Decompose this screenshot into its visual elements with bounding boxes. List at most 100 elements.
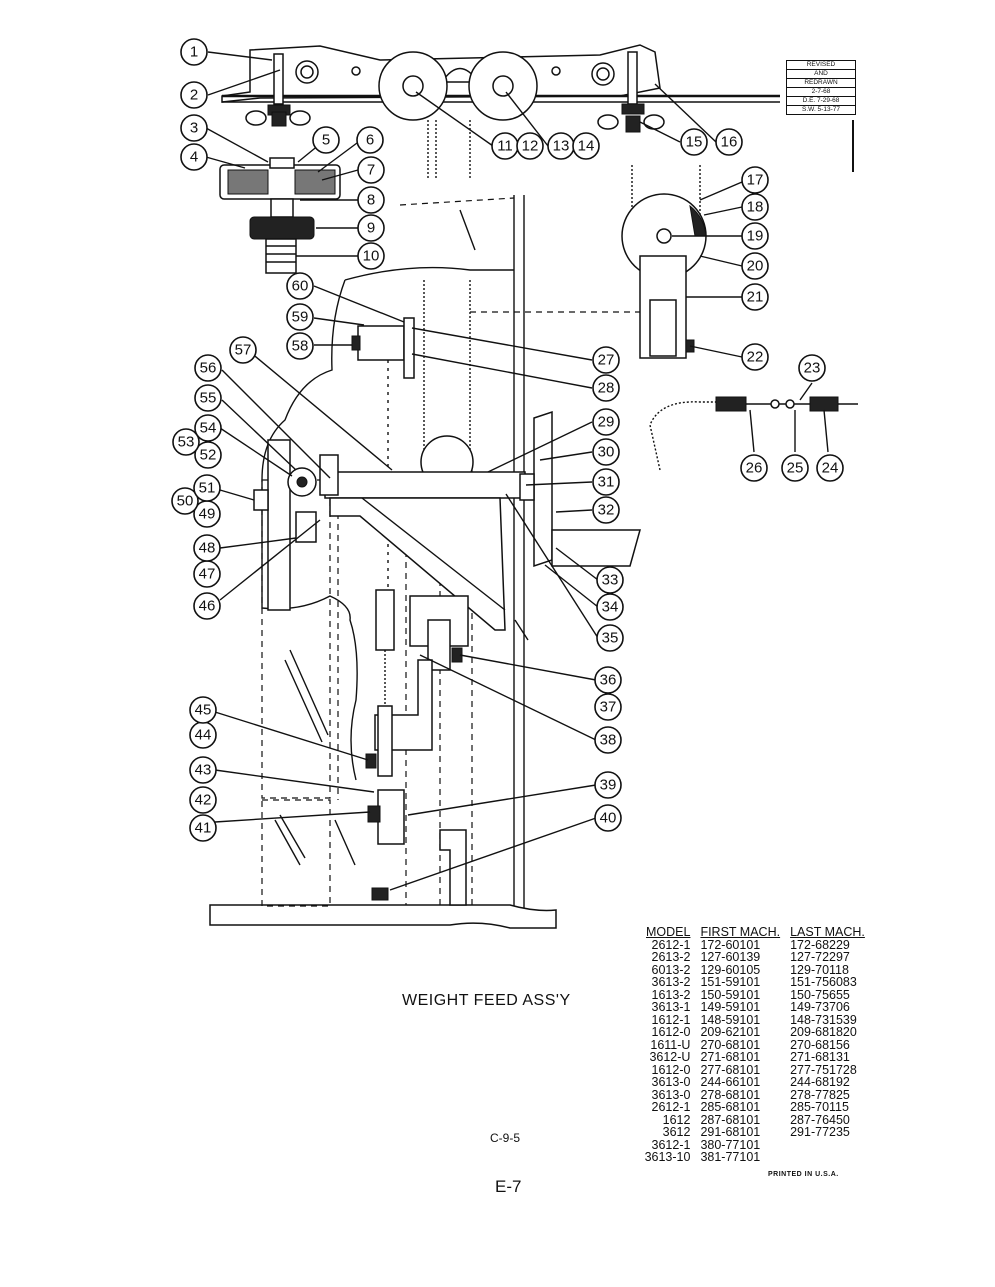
- callout-52: 52: [194, 441, 222, 469]
- revision-line: REDRAWN: [787, 79, 855, 88]
- callout-balloons: 1 2 3 4 5 6 7 8 9 10 11 12 13 14 15 16 1…: [171, 38, 844, 842]
- first-mach-cell: 381-77101: [700, 1150, 761, 1164]
- first-mach-cell: 287-68101: [700, 1112, 761, 1127]
- revision-block-rule: [852, 120, 854, 172]
- last-mach-cell: 244-68192: [790, 1075, 850, 1089]
- callout-11: 11: [491, 132, 519, 160]
- model-cell: 1612-0: [651, 1025, 691, 1039]
- last-mach-cell: 129-70118: [790, 962, 849, 977]
- callout-36: 36: [594, 666, 622, 694]
- svg-text:49: 49: [199, 506, 216, 523]
- revision-line: S.W. 5-13-77: [802, 106, 840, 113]
- model-cell: 3613-0: [651, 1075, 691, 1089]
- callout-22: 22: [741, 343, 769, 371]
- model-cell: 1612-1: [651, 1012, 691, 1027]
- svg-text:7: 7: [367, 162, 375, 179]
- callout-3: 3: [180, 114, 208, 142]
- first-mach-cell: 285-68101: [700, 1100, 761, 1114]
- top-bracket-assembly: [221, 44, 780, 178]
- drawing-title: WEIGHT FEED ASS'Y: [402, 992, 571, 1009]
- svg-text:58: 58: [292, 338, 309, 355]
- callout-48: 48: [193, 534, 221, 562]
- svg-text:40: 40: [600, 810, 617, 827]
- callout-24: 24: [816, 454, 844, 482]
- adjusting-screw-stack: [219, 157, 341, 274]
- callout-60: 60: [286, 272, 314, 300]
- model-cell: 1613-2: [651, 987, 691, 1002]
- callout-53: 53: [172, 428, 200, 456]
- callout-17: 17: [741, 166, 769, 194]
- callout-4: 4: [180, 143, 208, 171]
- first-mach-cell: 209-62101: [700, 1025, 761, 1039]
- svg-text:42: 42: [195, 792, 212, 809]
- svg-text:25: 25: [787, 460, 804, 477]
- callout-30: 30: [592, 438, 620, 466]
- model-cell: 3613-2: [651, 975, 691, 989]
- callout-14: 14: [572, 132, 600, 160]
- callout-13: 13: [547, 132, 575, 160]
- last-mach-cell: 149-73706: [790, 1000, 850, 1014]
- callout-21: 21: [741, 283, 769, 311]
- chain-link-detail: [649, 396, 858, 471]
- callout-29: 29: [592, 408, 620, 436]
- model-cell: 3613-0: [651, 1087, 691, 1102]
- first-mach-cell: 150-59101: [700, 987, 761, 1002]
- callout-8: 8: [357, 186, 385, 214]
- callout-56: 56: [194, 354, 222, 382]
- svg-text:32: 32: [598, 502, 615, 519]
- svg-text:20: 20: [747, 258, 764, 275]
- svg-text:15: 15: [686, 134, 703, 151]
- last-mach-cell: 127-72297: [790, 950, 850, 964]
- svg-text:11: 11: [497, 138, 513, 155]
- first-mach-cell: 149-59101: [700, 1000, 761, 1014]
- column-header-first-mach: FIRST MACH.: [700, 925, 781, 939]
- callout-28: 28: [592, 374, 620, 402]
- svg-text:46: 46: [199, 598, 216, 615]
- svg-text:44: 44: [195, 727, 212, 744]
- svg-text:21: 21: [747, 289, 764, 306]
- last-mach-cell: 291-77235: [790, 1125, 850, 1139]
- callout-2: 2: [180, 81, 208, 109]
- column-header-last-mach: LAST MACH.: [790, 925, 865, 939]
- svg-text:26: 26: [746, 460, 763, 477]
- first-mach-cell: 127-60139: [700, 950, 761, 964]
- svg-text:36: 36: [600, 672, 617, 689]
- model-cell: 2612-1: [651, 1100, 691, 1114]
- model-cell: 3612-U: [649, 1050, 691, 1064]
- last-mach-cell: 270-68156: [790, 1037, 850, 1052]
- callout-40: 40: [594, 804, 622, 832]
- svg-text:18: 18: [747, 199, 764, 216]
- svg-text:13: 13: [553, 138, 570, 155]
- last-mach-cell: 278-77825: [790, 1087, 850, 1102]
- callout-55: 55: [194, 384, 222, 412]
- callout-58: 58: [286, 332, 314, 360]
- svg-text:53: 53: [178, 434, 195, 451]
- callout-50: 50: [171, 487, 199, 515]
- last-mach-cell: 271-68131: [790, 1050, 850, 1064]
- svg-text:37: 37: [600, 699, 617, 716]
- callout-47: 47: [193, 560, 221, 588]
- callout-27: 27: [592, 346, 620, 374]
- svg-text:28: 28: [598, 380, 615, 397]
- svg-text:43: 43: [195, 762, 212, 779]
- callout-23: 23: [798, 354, 826, 382]
- leader-lines: [205, 51, 829, 891]
- svg-text:60: 60: [292, 278, 309, 295]
- callout-10: 10: [357, 242, 385, 270]
- svg-text:47: 47: [199, 566, 216, 583]
- model-cell: 2613-2: [651, 950, 691, 964]
- svg-text:30: 30: [598, 444, 615, 461]
- first-mach-cell: 380-77101: [700, 1137, 761, 1152]
- callout-39: 39: [594, 771, 622, 799]
- svg-text:33: 33: [602, 572, 619, 589]
